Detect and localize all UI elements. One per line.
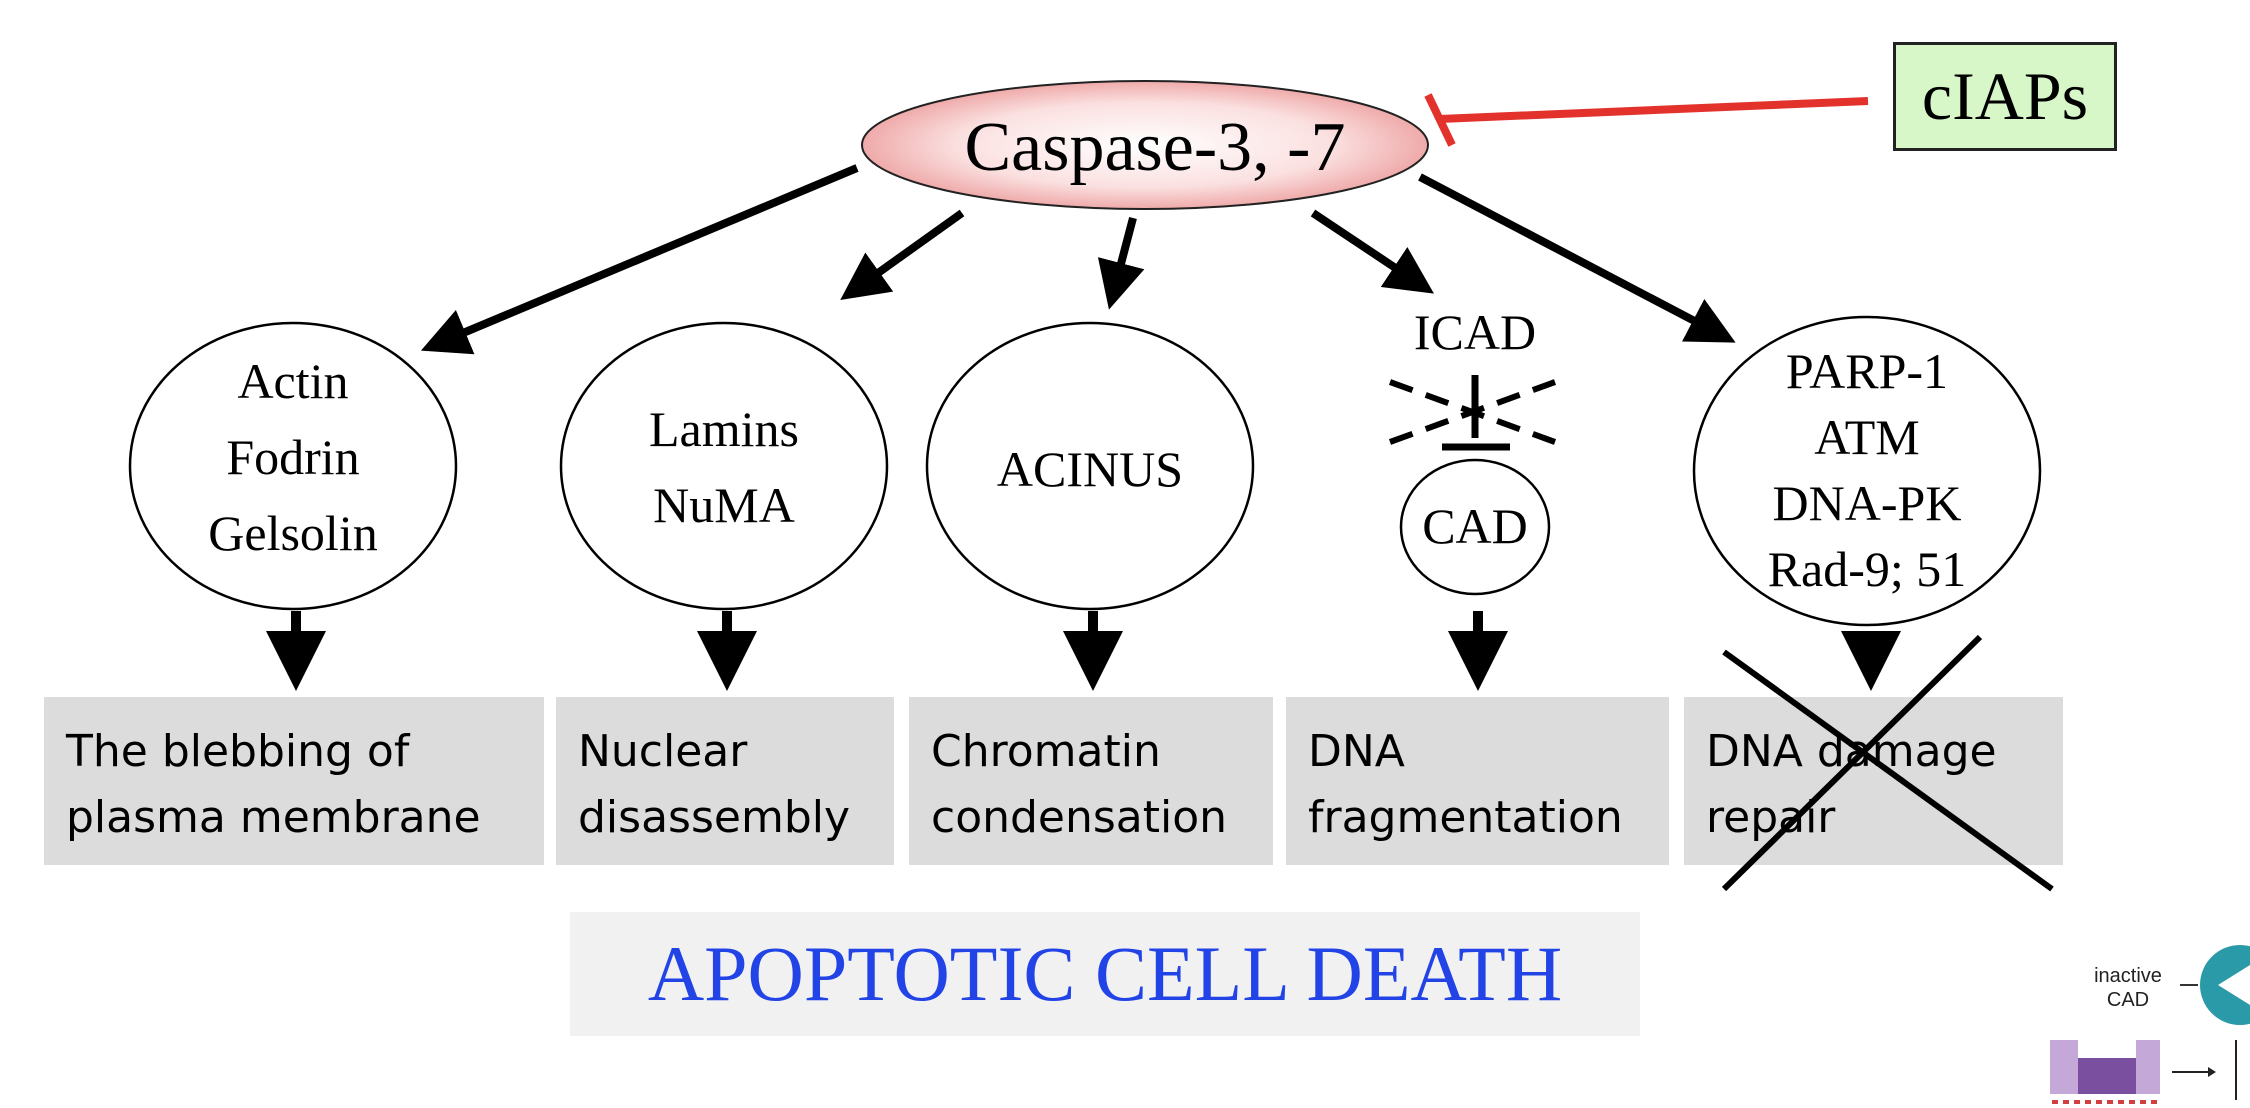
thumbnail-label-line: inactive bbox=[2094, 965, 2162, 987]
substrate-list-cytoskeleton: Actin Fodrin Gelsolin bbox=[143, 343, 443, 571]
outcome-line: plasma membrane bbox=[66, 792, 481, 843]
outcome-box-nuclear: Nuclear disassembly bbox=[556, 697, 894, 865]
substrate-node-acinus bbox=[925, 321, 1255, 611]
substrate-label: Rad-9; 51 bbox=[1767, 541, 1967, 597]
ciaps-label: cIAPs bbox=[1921, 58, 2089, 134]
outcome-line: fragmentation bbox=[1308, 792, 1623, 843]
inhibition-bar bbox=[1424, 93, 1456, 147]
inhibition-line bbox=[1439, 97, 1869, 123]
outcome-line: DNA bbox=[1308, 726, 1405, 777]
outcome-line: DNA damage bbox=[1706, 726, 1997, 777]
result-box: APOPTOTIC CELL DEATH bbox=[570, 912, 1640, 1036]
result-label: APOPTOTIC CELL DEATH bbox=[647, 930, 1563, 1017]
substrate-label: Actin bbox=[237, 353, 349, 409]
arrow-to-acinus bbox=[1097, 216, 1145, 310]
substrate-label: Fodrin bbox=[226, 429, 360, 485]
substrate-label: ACINUS bbox=[996, 441, 1184, 497]
substrate-label: NuMA bbox=[653, 477, 795, 533]
substrate-label: Gelsolin bbox=[208, 505, 378, 561]
substrate-list-chromatin: ACINUS bbox=[940, 431, 1240, 507]
substrate-label: Lamins bbox=[649, 401, 799, 457]
substrate-node-parp bbox=[1692, 315, 2042, 627]
outcome-box-chromatin: Chromatin condensation bbox=[909, 697, 1273, 865]
outcome-line: disassembly bbox=[578, 792, 851, 843]
thumbnail-label: inactive CAD bbox=[2080, 964, 2176, 1012]
arrow-to-lamins bbox=[840, 209, 965, 300]
ciaps-box: cIAPs bbox=[1893, 42, 2117, 151]
substrate-label: ATM bbox=[1814, 409, 1920, 465]
substrate-node-cad bbox=[1399, 458, 1551, 596]
outcome-box-dna-fragmentation: DNA fragmentation bbox=[1286, 697, 1669, 865]
substrate-list-repair: PARP-1 ATM DNA-PK Rad-9; 51 bbox=[1707, 338, 2027, 602]
substrate-list-nuclear: Lamins NuMA bbox=[574, 391, 874, 543]
caspase-label: Caspase-3, -7 bbox=[964, 109, 1346, 186]
thumbnail-label-line: CAD bbox=[2106, 989, 2150, 1011]
outcome-box-blebbing: The blebbing of plasma membrane bbox=[44, 697, 544, 865]
substrate-label: DNA-PK bbox=[1772, 475, 1962, 531]
outcome-line: condensation bbox=[931, 792, 1228, 843]
broken-cross-b bbox=[1388, 379, 1557, 445]
cad-label: CAD bbox=[1422, 498, 1528, 554]
outcome-line: The blebbing of bbox=[66, 726, 410, 777]
substrate-node-lamins bbox=[559, 321, 889, 611]
icad-label: ICAD bbox=[1413, 304, 1537, 360]
arrow-to-icad bbox=[1310, 209, 1434, 294]
caspase-node bbox=[861, 80, 1429, 210]
arrow-to-parp bbox=[1418, 173, 1736, 343]
outcome-line: Chromatin bbox=[931, 726, 1161, 777]
arrow-to-actin bbox=[420, 164, 859, 355]
substrate-label: PARP-1 bbox=[1785, 343, 1949, 399]
outcome-line: Nuclear bbox=[578, 726, 748, 777]
substrate-node-actin bbox=[128, 321, 458, 611]
thumbnail-graphic bbox=[2050, 945, 2250, 1104]
